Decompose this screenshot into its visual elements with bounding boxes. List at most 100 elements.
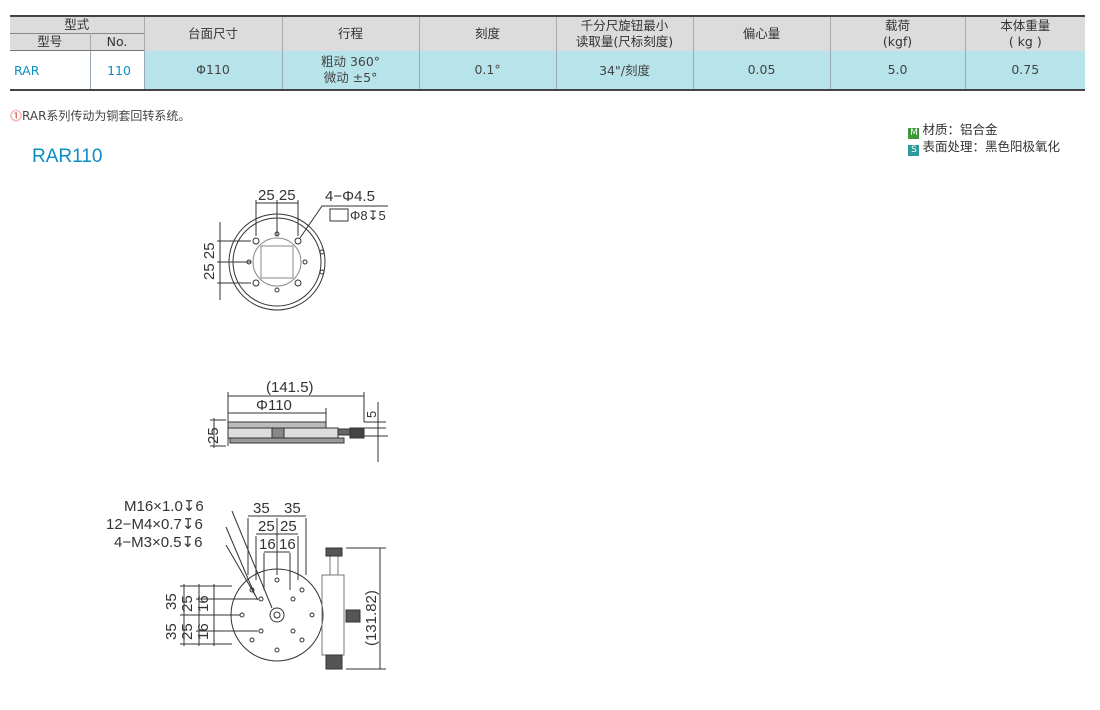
header-micrometer-line2: 读取量(尺标刻度): [575, 33, 674, 49]
cell-travel-fine: 微动 ±5°: [323, 69, 378, 85]
top-view-bolt-circle: [252, 237, 302, 287]
bottom-view-hole: [274, 647, 280, 653]
top-view-hole: [294, 237, 302, 245]
bottom-view-hole: [249, 637, 255, 643]
footnote-text: RAR系列传动为铜套回转系统。: [22, 109, 191, 123]
table-row: RAR 110 Φ110 粗动 360° 微动 ±5° 0.1° 34"/刻度 …: [10, 50, 1086, 91]
surface-text: 表面处理：黑色阳极氧化: [922, 139, 1060, 154]
vdim-25a-text: 25: [179, 595, 196, 612]
header-load: 载荷 (kgf): [829, 15, 966, 51]
bottom-view-hole: [274, 577, 280, 583]
dim-25b-text: 25: [280, 518, 297, 535]
cell-load: 5.0: [829, 50, 966, 91]
thread2-text: 12−M4×0.7↧6: [106, 516, 203, 533]
vdim-16b-text: 16: [195, 623, 212, 640]
bottom-view-outer-circle: [230, 568, 324, 662]
diameter-text: Φ110: [256, 397, 292, 414]
step-text: 5: [364, 411, 379, 418]
overall-length-text: (141.5): [266, 379, 314, 396]
top-view-hole: [274, 287, 280, 293]
header-weight-line2: ( kg ): [1008, 33, 1042, 49]
bottom-view-hole: [290, 596, 296, 602]
cell-travel-coarse: 粗动 360°: [320, 53, 381, 69]
bottom-view-hole: [239, 612, 245, 618]
header-micrometer-line1: 千分尺旋钮最小: [580, 17, 669, 33]
vdim-25b-text: 25: [179, 623, 196, 640]
footnote: ⓵RAR系列传动为铜套回转系统。: [10, 107, 190, 124]
material-text: 材质：铝合金: [922, 122, 998, 137]
leader-line: [231, 510, 273, 609]
side-view-base: [229, 437, 345, 444]
vdim-16a-text: 16: [195, 595, 212, 612]
side-view-block: [271, 427, 285, 439]
micrometer-body: [321, 574, 345, 656]
top-view-hole: [302, 259, 308, 265]
hole-spec-text: 4−Φ4.5: [325, 188, 375, 205]
top-view-hole: [319, 249, 325, 255]
leader-line: [225, 544, 259, 601]
top-view-hole: [252, 237, 260, 245]
bottom-view-center-inner: [273, 611, 281, 619]
cell-scale: 0.1°: [418, 50, 557, 91]
warning-icon: ⓵: [10, 109, 23, 123]
header-weight-line1: 本体重量: [1000, 17, 1051, 33]
surface-badge-icon: S: [908, 145, 920, 156]
header-scale: 刻度: [418, 15, 557, 51]
header-eccentricity: 偏心量: [692, 15, 831, 51]
counterbore-text: Φ8↧5: [350, 208, 386, 223]
leader-line: [299, 205, 388, 239]
dim-16a-text: 16: [259, 536, 276, 553]
bottom-view-hole: [299, 637, 305, 643]
counterbore-box: [329, 208, 349, 222]
side-view-knob: [337, 428, 351, 436]
header-load-line1: 载荷: [885, 17, 911, 33]
cell-number: 110: [89, 50, 145, 91]
vdim-35a-text: 35: [163, 593, 180, 610]
side-view: [210, 392, 388, 462]
bottom-view-hole: [309, 612, 315, 618]
bottom-view-center-hole: [269, 607, 285, 623]
top-dim-text: 25 25: [258, 187, 296, 204]
header-weight: 本体重量 ( kg ): [964, 15, 1086, 51]
cell-model: RAR: [10, 50, 91, 91]
section-title: RAR110: [32, 146, 103, 167]
lock-knob-icon: [345, 609, 361, 623]
micrometer-knob-icon: [325, 654, 343, 670]
side-dim-text: 25 25: [201, 242, 218, 280]
bottom-view-hole: [258, 628, 264, 634]
cell-weight: 0.75: [964, 50, 1086, 91]
bottom-view: [180, 510, 386, 670]
dim-35a-text: 35: [253, 500, 270, 517]
top-view: [217, 200, 388, 311]
header-micrometer: 千分尺旋钮最小 读取量(尺标刻度): [555, 15, 694, 51]
bottom-view-hole: [258, 596, 264, 602]
vdim-35b-text: 35: [163, 623, 180, 640]
material-badge-icon: M: [908, 128, 920, 139]
dim-25a-text: 25: [258, 518, 275, 535]
top-view-center-square: [260, 245, 294, 279]
dim-16b-text: 16: [279, 536, 296, 553]
bottom-view-hole: [299, 587, 305, 593]
overall-height-text: (131.82): [363, 590, 380, 646]
micrometer-knob-icon: [325, 547, 343, 557]
leader-line: [225, 526, 256, 596]
header-table-size: 台面尺寸: [143, 15, 283, 51]
bottom-view-hole: [290, 628, 296, 634]
header-type-group: 型式: [10, 15, 145, 34]
thread3-text: 4−M3×0.5↧6: [114, 534, 202, 551]
header-travel: 行程: [281, 15, 420, 51]
header-load-line2: (kgf): [882, 33, 913, 49]
side-view-top-plate: [227, 421, 327, 429]
dim-35b-text: 35: [284, 500, 301, 517]
thread1-text: M16×1.0↧6: [124, 498, 204, 515]
cell-travel: 粗动 360° 微动 ±5°: [281, 50, 420, 91]
height-text: 25: [205, 427, 222, 444]
micrometer-knob-icon: [349, 427, 365, 439]
header-model: 型号: [10, 33, 91, 51]
cell-micrometer: 34"/刻度: [555, 50, 694, 91]
header-number: No.: [89, 33, 145, 51]
